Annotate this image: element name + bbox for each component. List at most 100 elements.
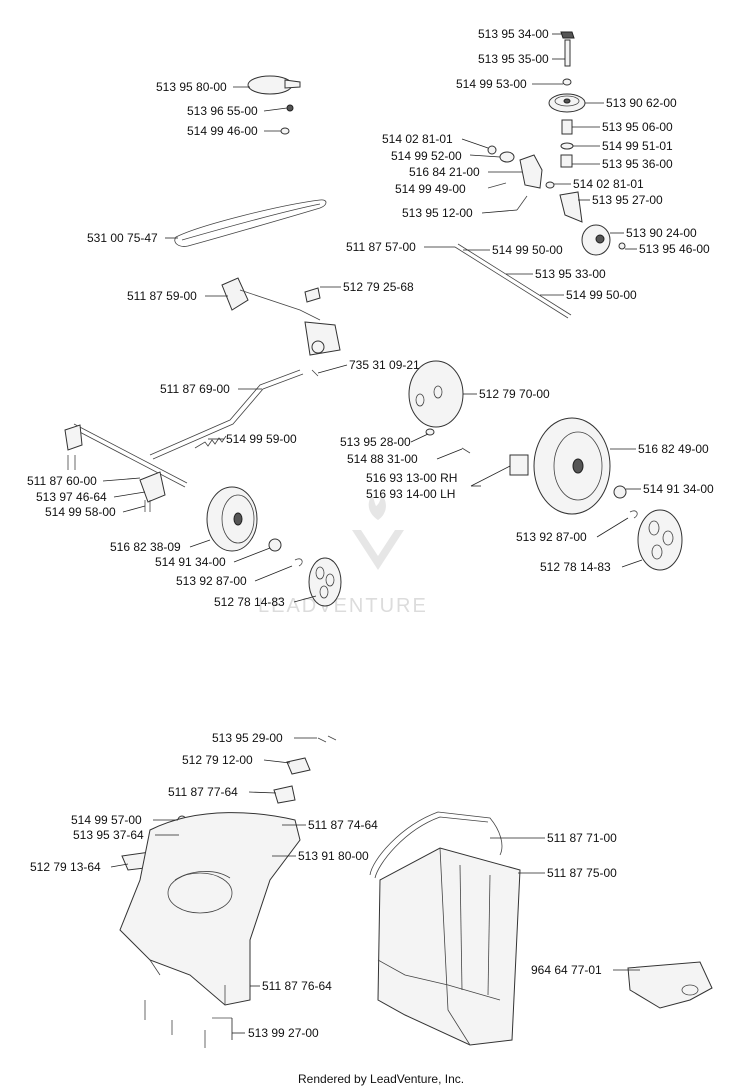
washer-left-part-icon (487, 145, 497, 155)
label-514-88-31-00: 514 88 31-00 (347, 452, 418, 466)
rod-part-icon (149, 369, 301, 456)
drive-gear-part-icon (509, 454, 529, 476)
height-adjust-group (64, 277, 341, 512)
flap-part-icon (273, 785, 296, 804)
engine-pulley-group (174, 75, 327, 247)
label-964-64-77-01: 964 64 77-01 (531, 963, 602, 977)
label-514-99-57-00: 514 99 57-00 (71, 813, 142, 827)
spring-part-icon (560, 154, 573, 168)
label-512-79-13-64: 512 79 13-64 (30, 860, 101, 874)
label-512-79-12-00: 512 79 12-00 (182, 753, 253, 767)
front-wheel-part-icon (206, 486, 258, 552)
flame-icon (368, 492, 386, 520)
label-512-79-25-68: 512 79 25-68 (343, 280, 414, 294)
label-514-99-59-00: 514 99 59-00 (226, 432, 297, 446)
front-axle-part-icon (71, 427, 186, 488)
grass-bag-part-icon (377, 847, 521, 1046)
label-513-92-87-00-front: 513 92 87-00 (176, 574, 247, 588)
label-514-99-50-00-a: 514 99 50-00 (492, 243, 563, 257)
rear-bolt-part-icon (461, 447, 471, 454)
washer-small-part-icon (280, 127, 290, 135)
label-513-95-34-00: 513 95 34-00 (478, 27, 549, 41)
label-513-97-46-64: 513 97 46-64 (36, 490, 107, 504)
bushing-part-icon (561, 119, 573, 135)
label-513-95-35-00: 513 95 35-00 (478, 52, 549, 66)
label-514-02-81-01-left: 514 02 81-01 (382, 132, 453, 146)
spring-small-part-icon (286, 104, 294, 112)
label-513-95-27-00: 513 95 27-00 (592, 193, 663, 207)
label-514-99-53-00: 514 99 53-00 (456, 77, 527, 91)
front-clip-part-icon (294, 558, 303, 567)
label-516-84-21-00: 516 84 21-00 (409, 165, 480, 179)
rear-hubcap-part-icon (637, 509, 683, 571)
rear-clip-part-icon (629, 510, 638, 519)
axle-part-icon (454, 246, 569, 319)
leader-lines-middle-left (102, 286, 348, 513)
nut-part-icon (618, 242, 626, 250)
drive-assembly (454, 31, 626, 319)
label-513-91-80-00: 513 91 80-00 (298, 849, 369, 863)
belt-part-icon (174, 199, 327, 247)
ring-part-icon (560, 142, 574, 150)
bracket-part-icon (519, 154, 543, 189)
label-511-87-59-00: 511 87 59-00 (127, 289, 197, 303)
label-512-78-14-83-front: 512 78 14-83 (214, 595, 285, 609)
leader-lines-top-left (165, 86, 288, 239)
label-513-95-33-00: 513 95 33-00 (535, 267, 606, 281)
leader-lines-rear-wheel (410, 393, 643, 568)
front-hubcap-part-icon (308, 557, 342, 607)
lever-part-icon (221, 277, 249, 311)
label-513-90-62-00: 513 90 62-00 (606, 96, 677, 110)
label-511-87-57-00: 511 87 57-00 (346, 240, 416, 254)
screw-part-icon (311, 369, 319, 377)
watermark-logo-icon (352, 530, 404, 570)
bag-frame-part-icon (369, 811, 503, 876)
rear-housing-group (119, 735, 337, 1048)
label-513-95-80-00: 513 95 80-00 (156, 80, 227, 94)
label-513-92-87-00-rear: 513 92 87-00 (516, 530, 587, 544)
washer-part-icon (562, 78, 572, 86)
label-514-91-34-00-front: 514 91 34-00 (155, 555, 226, 569)
label-513-95-29-00: 513 95 29-00 (212, 731, 283, 745)
washer-right-part-icon (545, 181, 555, 189)
grass-bag-group (369, 811, 713, 1046)
label-511-87-77-64: 511 87 77-64 (168, 785, 238, 799)
label-513-95-46-00: 513 95 46-00 (639, 242, 710, 256)
part-number-labels: 513 95 34-00 513 95 35-00 514 99 53-00 5… (27, 27, 714, 1040)
label-516-82-38-09: 516 82 38-09 (110, 540, 181, 554)
clip-part-icon (560, 31, 575, 39)
label-513-95-37-64: 513 95 37-64 (73, 828, 144, 842)
label-514-99-52-00: 514 99 52-00 (391, 149, 462, 163)
long-spring-part-icon (194, 435, 227, 449)
label-511-87-75-00: 511 87 75-00 (547, 866, 617, 880)
label-511-87-69-00: 511 87 69-00 (160, 382, 230, 396)
label-514-99-50-00-b: 514 99 50-00 (566, 288, 637, 302)
right-bracket-part-icon (139, 471, 166, 503)
label-514-99-51-01: 514 99 51-01 (602, 139, 673, 153)
rear-wheel-group (408, 360, 683, 571)
label-516-93-14-00-lh: 516 93 14-00 LH (366, 487, 455, 501)
rear-washer-part-icon (425, 428, 435, 436)
label-511-87-74-64: 511 87 74-64 (308, 818, 378, 832)
label-511-87-76-64: 511 87 76-64 (262, 979, 332, 993)
label-514-99-46-00: 514 99 46-00 (187, 124, 258, 138)
hinge-part-icon (286, 757, 311, 775)
label-513-95-12-00: 513 95 12-00 (402, 206, 473, 220)
label-735-31-09-21: 735 31 09-21 (349, 358, 420, 372)
left-bracket-part-icon (64, 424, 83, 451)
pin-part-icon (564, 39, 571, 67)
knob-part-icon (304, 287, 321, 303)
label-512-79-70-00: 512 79 70-00 (479, 387, 550, 401)
bearing-part-icon (499, 151, 515, 163)
mulch-plug-part-icon (627, 961, 713, 1009)
label-514-02-81-01-right: 514 02 81-01 (573, 177, 644, 191)
front-wheel-group (206, 486, 342, 607)
pin-pair-part-icon (317, 735, 337, 743)
label-513-99-27-00: 513 99 27-00 (248, 1026, 319, 1040)
housing-part-icon (119, 812, 301, 1006)
label-513-90-24-00: 513 90 24-00 (626, 226, 697, 240)
label-516-93-13-00-rh: 516 93 13-00 RH (366, 471, 457, 485)
label-513-96-55-00: 513 96 55-00 (187, 104, 258, 118)
label-513-95-28-00: 513 95 28-00 (340, 435, 411, 449)
